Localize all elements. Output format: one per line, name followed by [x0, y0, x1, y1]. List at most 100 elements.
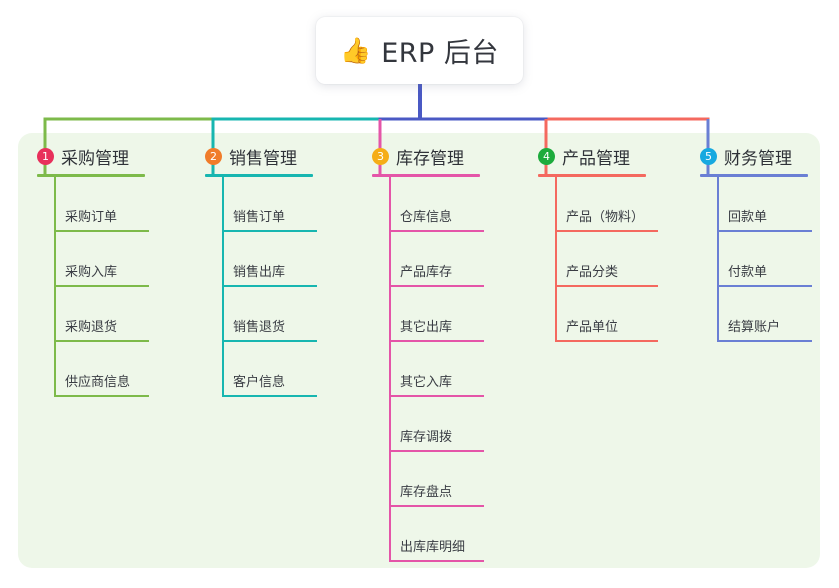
leaf-item[interactable]: 仓库信息 — [389, 177, 484, 232]
leaf-item[interactable]: 产品单位 — [555, 287, 658, 342]
leaf-label: 库存调拨 — [400, 430, 453, 445]
leaf-underline — [389, 230, 484, 232]
leaf-spine — [389, 397, 391, 452]
leaf-spine — [389, 342, 391, 397]
leaf-item[interactable]: 库存调拨 — [389, 397, 484, 452]
leaf-underline — [389, 285, 484, 287]
column-4: 4 产品管理产品（物料） 产品分类产品单位 — [538, 144, 658, 342]
leaf-label: 销售订单 — [233, 210, 286, 225]
leaf-label: 供应商信息 — [65, 375, 131, 390]
leaf-item[interactable]: 产品分类 — [555, 232, 658, 287]
column-underline-4 — [538, 174, 646, 177]
leaf-item[interactable]: 库存盘点 — [389, 452, 484, 507]
leaf-spine — [222, 342, 224, 397]
leaf-underline — [54, 285, 149, 287]
leaf-item[interactable]: 付款单 — [717, 232, 812, 287]
column-underline-3 — [372, 174, 480, 177]
leaf-item[interactable]: 采购退货 — [54, 287, 149, 342]
column-3: 3 库存管理仓库信息产品库存其它出库其它入库库存调拨库存盘点出库库明细 — [372, 144, 484, 562]
leaf-item[interactable]: 采购订单 — [54, 177, 149, 232]
leaf-label: 仓库信息 — [400, 210, 453, 225]
leaf-item[interactable]: 销售订单 — [222, 177, 317, 232]
leaf-label: 销售出库 — [233, 265, 286, 280]
leaf-spine — [717, 232, 719, 287]
root-node-card[interactable]: 👍 ERP 后台 — [316, 17, 523, 84]
leaf-item[interactable]: 采购入库 — [54, 232, 149, 287]
leaf-item[interactable]: 客户信息 — [222, 342, 317, 397]
leaf-item[interactable]: 出库库明细 — [389, 507, 484, 562]
column-badge-4: 4 — [538, 147, 555, 165]
leaf-spine — [222, 287, 224, 342]
leaf-spine — [54, 287, 56, 342]
leaf-list-4: 产品（物料） 产品分类产品单位 — [538, 177, 658, 342]
leaf-underline — [54, 230, 149, 232]
leaf-spine — [389, 177, 391, 232]
leaf-spine — [222, 232, 224, 287]
leaf-list-3: 仓库信息产品库存其它出库其它入库库存调拨库存盘点出库库明细 — [372, 177, 484, 562]
leaf-underline — [555, 340, 658, 342]
leaf-underline — [389, 395, 484, 397]
root-node-title: ERP 后台 — [381, 38, 499, 69]
leaf-underline — [222, 285, 317, 287]
leaf-spine — [717, 287, 719, 342]
leaf-list-5: 回款单付款单结算账户 — [700, 177, 812, 342]
leaf-underline — [222, 230, 317, 232]
column-badge-3: 3 — [372, 147, 389, 165]
leaf-label: 产品分类 — [566, 265, 619, 280]
leaf-item[interactable]: 供应商信息 — [54, 342, 149, 397]
leaf-label: 销售退货 — [233, 320, 286, 335]
leaf-label: 采购订单 — [65, 210, 118, 225]
leaf-label: 其它入库 — [400, 375, 453, 390]
leaf-list-1: 采购订单采购入库采购退货供应商信息 — [37, 177, 149, 397]
leaf-underline — [555, 285, 658, 287]
leaf-underline — [389, 340, 484, 342]
column-badge-5: 5 — [700, 147, 717, 165]
column-badge-2: 2 — [205, 147, 222, 165]
leaf-spine — [555, 177, 557, 232]
leaf-list-2: 销售订单销售出库销售退货客户信息 — [205, 177, 317, 397]
column-underline-2 — [205, 174, 313, 177]
column-title-3: 库存管理 — [396, 148, 464, 169]
leaf-spine — [54, 232, 56, 287]
content-panel — [18, 133, 820, 568]
column-header-4[interactable]: 4 产品管理 — [538, 144, 658, 169]
column-title-1: 采购管理 — [61, 148, 129, 169]
leaf-spine — [555, 287, 557, 342]
leaf-label: 结算账户 — [728, 320, 781, 335]
leaf-spine — [54, 342, 56, 397]
column-header-3[interactable]: 3 库存管理 — [372, 144, 484, 169]
column-underline-5 — [700, 174, 808, 177]
leaf-spine — [717, 177, 719, 232]
leaf-item[interactable]: 其它出库 — [389, 287, 484, 342]
leaf-item[interactable]: 销售出库 — [222, 232, 317, 287]
leaf-label: 产品单位 — [566, 320, 619, 335]
leaf-underline — [222, 340, 317, 342]
leaf-label: 产品库存 — [400, 265, 453, 280]
leaf-item[interactable]: 产品库存 — [389, 232, 484, 287]
leaf-underline — [389, 560, 484, 562]
leaf-underline — [54, 340, 149, 342]
leaf-underline — [555, 230, 658, 232]
leaf-spine — [389, 232, 391, 287]
leaf-spine — [54, 177, 56, 232]
leaf-item[interactable]: 产品（物料） — [555, 177, 658, 232]
leaf-underline — [54, 395, 149, 397]
leaf-spine — [555, 232, 557, 287]
leaf-item[interactable]: 结算账户 — [717, 287, 812, 342]
leaf-item[interactable]: 销售退货 — [222, 287, 317, 342]
leaf-label: 其它出库 — [400, 320, 453, 335]
column-title-4: 产品管理 — [562, 148, 630, 169]
leaf-item[interactable]: 其它入库 — [389, 342, 484, 397]
leaf-spine — [389, 452, 391, 507]
leaf-underline — [717, 340, 812, 342]
leaf-label: 采购入库 — [65, 265, 118, 280]
leaf-item[interactable]: 回款单 — [717, 177, 812, 232]
column-underline-1 — [37, 174, 145, 177]
leaf-underline — [222, 395, 317, 397]
